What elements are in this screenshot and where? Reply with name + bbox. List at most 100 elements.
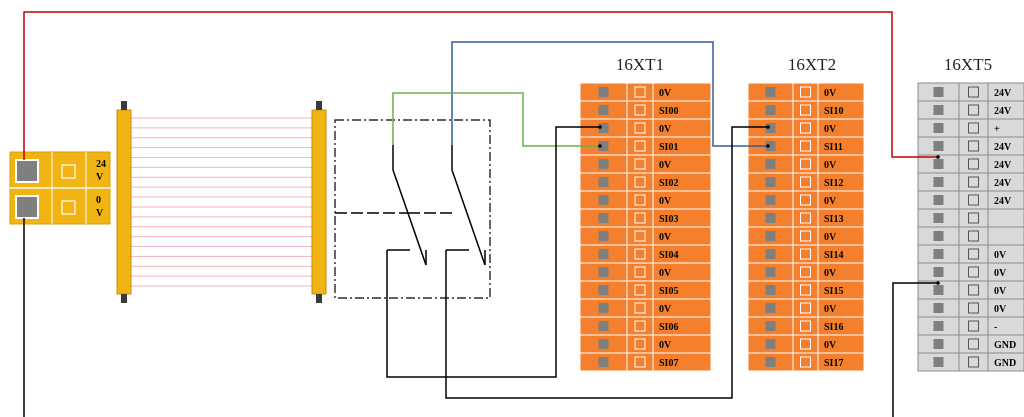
terminal-screw-icon	[598, 141, 609, 151]
terminal-label: 0V	[994, 304, 1007, 315]
wire-black	[892, 282, 938, 417]
terminal-row: SI06	[579, 316, 712, 336]
terminal-label: SI01	[659, 142, 678, 153]
terminal-label: 0V	[994, 250, 1007, 261]
connection-point	[766, 144, 770, 148]
terminal-screw-icon	[933, 303, 944, 313]
terminal-label: 0V	[659, 304, 672, 315]
contact-blade	[451, 145, 486, 266]
terminal-screw-icon	[765, 123, 776, 133]
terminal-row-bg	[747, 154, 865, 174]
terminal-screw-icon	[765, 213, 776, 223]
connection-point	[936, 281, 940, 285]
terminal-box-icon	[968, 194, 979, 206]
terminal-box-icon	[968, 320, 979, 332]
curtain-bar	[311, 109, 327, 295]
terminal-box-icon	[634, 212, 646, 224]
terminal-row: 0V	[579, 298, 712, 318]
terminal-label: 0V	[659, 196, 672, 207]
terminal-box-icon	[968, 122, 979, 134]
terminal-screw-icon	[765, 267, 776, 277]
terminal-block-title: 16XT2	[788, 55, 836, 74]
terminal-label: SI05	[659, 286, 678, 297]
terminal-screw-icon	[598, 159, 609, 169]
terminal-label: SI17	[824, 358, 843, 369]
terminal-box-icon	[968, 158, 979, 170]
light-curtain-receiver	[311, 101, 327, 303]
terminal-box-icon	[800, 122, 811, 134]
curtain-endcap	[121, 101, 127, 110]
terminal-box-icon	[800, 302, 811, 314]
wire-green	[392, 92, 600, 147]
terminal-box-icon	[61, 200, 76, 215]
terminal-row: 0V	[917, 262, 1024, 282]
terminal-row: SI13	[747, 208, 865, 228]
terminal-label: 24V	[994, 142, 1012, 153]
terminal-screw-icon	[765, 105, 776, 115]
terminal-screw-icon	[765, 285, 776, 295]
terminal-screw-icon	[765, 303, 776, 313]
terminal-screw-icon	[15, 195, 39, 219]
safety-switch	[334, 119, 491, 299]
terminal-box-icon	[634, 248, 646, 260]
terminal-row: 0V	[747, 82, 865, 102]
terminal-screw-icon	[933, 267, 944, 277]
terminal-box-icon	[634, 86, 646, 98]
psu-label: 24	[96, 159, 106, 170]
terminal-box-icon	[800, 86, 811, 98]
terminal-screw-icon	[933, 339, 944, 349]
wire-red	[23, 11, 938, 160]
terminal-screw-icon	[765, 159, 776, 169]
terminal-box-icon	[634, 122, 646, 134]
terminal-row: 0V	[747, 226, 865, 246]
terminal-box-icon	[634, 104, 646, 116]
terminal-row-bg	[747, 316, 865, 336]
terminal-label: SI13	[824, 214, 843, 225]
terminal-row: 0V	[579, 226, 712, 246]
terminal-screw-icon	[598, 249, 609, 259]
connection-point	[598, 144, 602, 148]
safety-switch-frame	[334, 119, 491, 299]
terminal-box-icon	[968, 338, 979, 350]
terminal-row: 0V	[747, 262, 865, 282]
curtain-endcap	[316, 294, 322, 303]
terminal-label: 0V	[994, 286, 1007, 297]
terminal-screw-icon	[765, 87, 776, 97]
terminal-label: SI14	[824, 250, 843, 261]
terminal-screw-icon	[598, 105, 609, 115]
terminal-box-icon	[634, 302, 646, 314]
terminal-row: 0V	[747, 190, 865, 210]
terminal-row: 0V	[747, 334, 865, 354]
terminal-label: SI00	[659, 106, 678, 117]
terminal-row: 24V	[917, 100, 1024, 120]
terminal-row: SI00	[579, 100, 712, 120]
terminal-screw-icon	[933, 213, 944, 223]
terminal-row: 0V	[579, 82, 712, 102]
terminal-row: 24V	[917, 172, 1024, 192]
terminal-label: 0V	[824, 160, 837, 171]
terminal-label: SI12	[824, 178, 843, 189]
terminal-screw-icon	[933, 141, 944, 151]
terminal-screw-icon	[933, 105, 944, 115]
curtain-bar	[116, 109, 132, 295]
terminal-label: 24V	[994, 160, 1012, 171]
terminal-label: SI10	[824, 106, 843, 117]
terminal-label: 24V	[994, 178, 1012, 189]
terminal-row-bg	[747, 226, 865, 246]
terminal-row: 0V	[747, 118, 865, 138]
terminal-row-bg	[747, 82, 865, 102]
terminal-label: SI11	[824, 142, 843, 153]
terminal-row: 0V	[917, 244, 1024, 264]
terminal-label: SI16	[824, 322, 843, 333]
psu-label: V	[96, 172, 104, 183]
terminal-row: 0V	[579, 334, 712, 354]
terminal-label: GND	[994, 358, 1016, 369]
curtain-endcap	[316, 101, 322, 110]
terminal-box-icon	[634, 176, 646, 188]
psu-label: V	[96, 208, 104, 219]
terminal-label: SI03	[659, 214, 678, 225]
terminal-screw-icon	[933, 249, 944, 259]
terminal-label: 0V	[824, 304, 837, 315]
terminal-screw-icon	[598, 303, 609, 313]
terminal-box-icon	[800, 212, 811, 224]
